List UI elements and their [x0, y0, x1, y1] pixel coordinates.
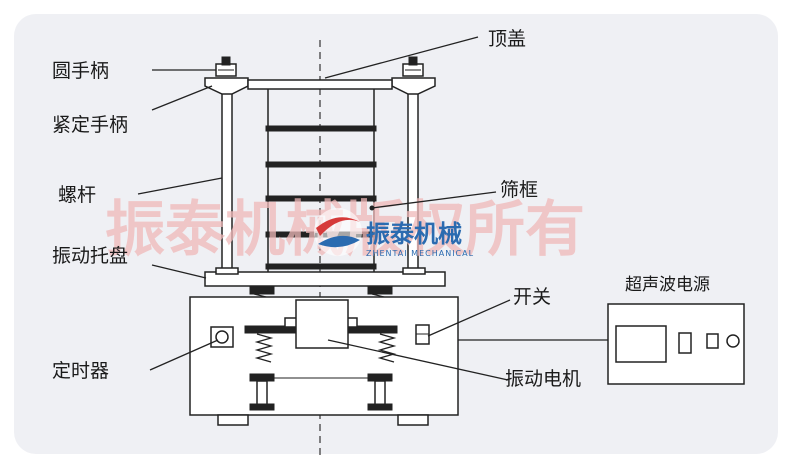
leader-vibration-tray — [151, 264, 207, 279]
svg-text:ZHENTAI MECHANICAL: ZHENTAI MECHANICAL — [366, 249, 474, 258]
leader-switch — [427, 299, 511, 337]
svg-text:振泰机械: 振泰机械 — [366, 220, 462, 248]
label-lock-handle: 紧定手柄 — [52, 114, 128, 136]
right-foot — [397, 414, 429, 426]
left-round-handle — [215, 56, 237, 77]
leader-sieve-frame — [371, 191, 497, 209]
label-vibration-tray: 振动托盘 — [52, 245, 128, 267]
top-cover — [204, 77, 436, 95]
label-vibration-motor: 振动电机 — [505, 368, 581, 390]
label-round-handle: 圆手柄 — [52, 60, 109, 82]
leader-timer — [149, 339, 219, 371]
right-round-handle — [402, 56, 424, 77]
sieve-frame-marker — [369, 205, 375, 211]
watermark-logo: 振泰机械 ZHENTAI MECHANICAL — [314, 208, 474, 258]
left-foot — [217, 414, 249, 426]
sieve-frame-5 — [265, 263, 377, 270]
leader-vibration-motor — [327, 339, 509, 381]
leader-top-cover — [324, 36, 479, 79]
sieve-frame-3 — [265, 195, 377, 202]
power-display — [615, 325, 667, 363]
sieve-frame-1 — [265, 125, 377, 132]
label-timer: 定时器 — [52, 360, 109, 382]
leader-screw-rod — [137, 177, 223, 195]
timer-dial[interactable] — [210, 326, 234, 348]
power-knob[interactable] — [726, 334, 740, 348]
sieve-frame-2 — [265, 161, 377, 168]
right-rod-nut — [402, 267, 426, 275]
label-screw-rod: 螺杆 — [58, 184, 96, 206]
switch[interactable] — [415, 324, 430, 345]
power-button-1[interactable] — [678, 332, 692, 354]
lower-springs — [249, 333, 397, 411]
power-button-2[interactable] — [706, 333, 719, 349]
ultrasonic-power-supply — [607, 303, 745, 385]
vibration-motor — [295, 299, 349, 349]
label-sieve-frame: 筛框 — [500, 179, 538, 201]
label-ultrasonic-power: 超声波电源 — [625, 275, 710, 295]
vibration-tray — [204, 271, 446, 287]
leader-lock-handle — [151, 85, 213, 111]
label-switch: 开关 — [513, 286, 551, 308]
label-top-cover: 顶盖 — [488, 28, 526, 50]
left-rod-nut — [215, 267, 239, 275]
